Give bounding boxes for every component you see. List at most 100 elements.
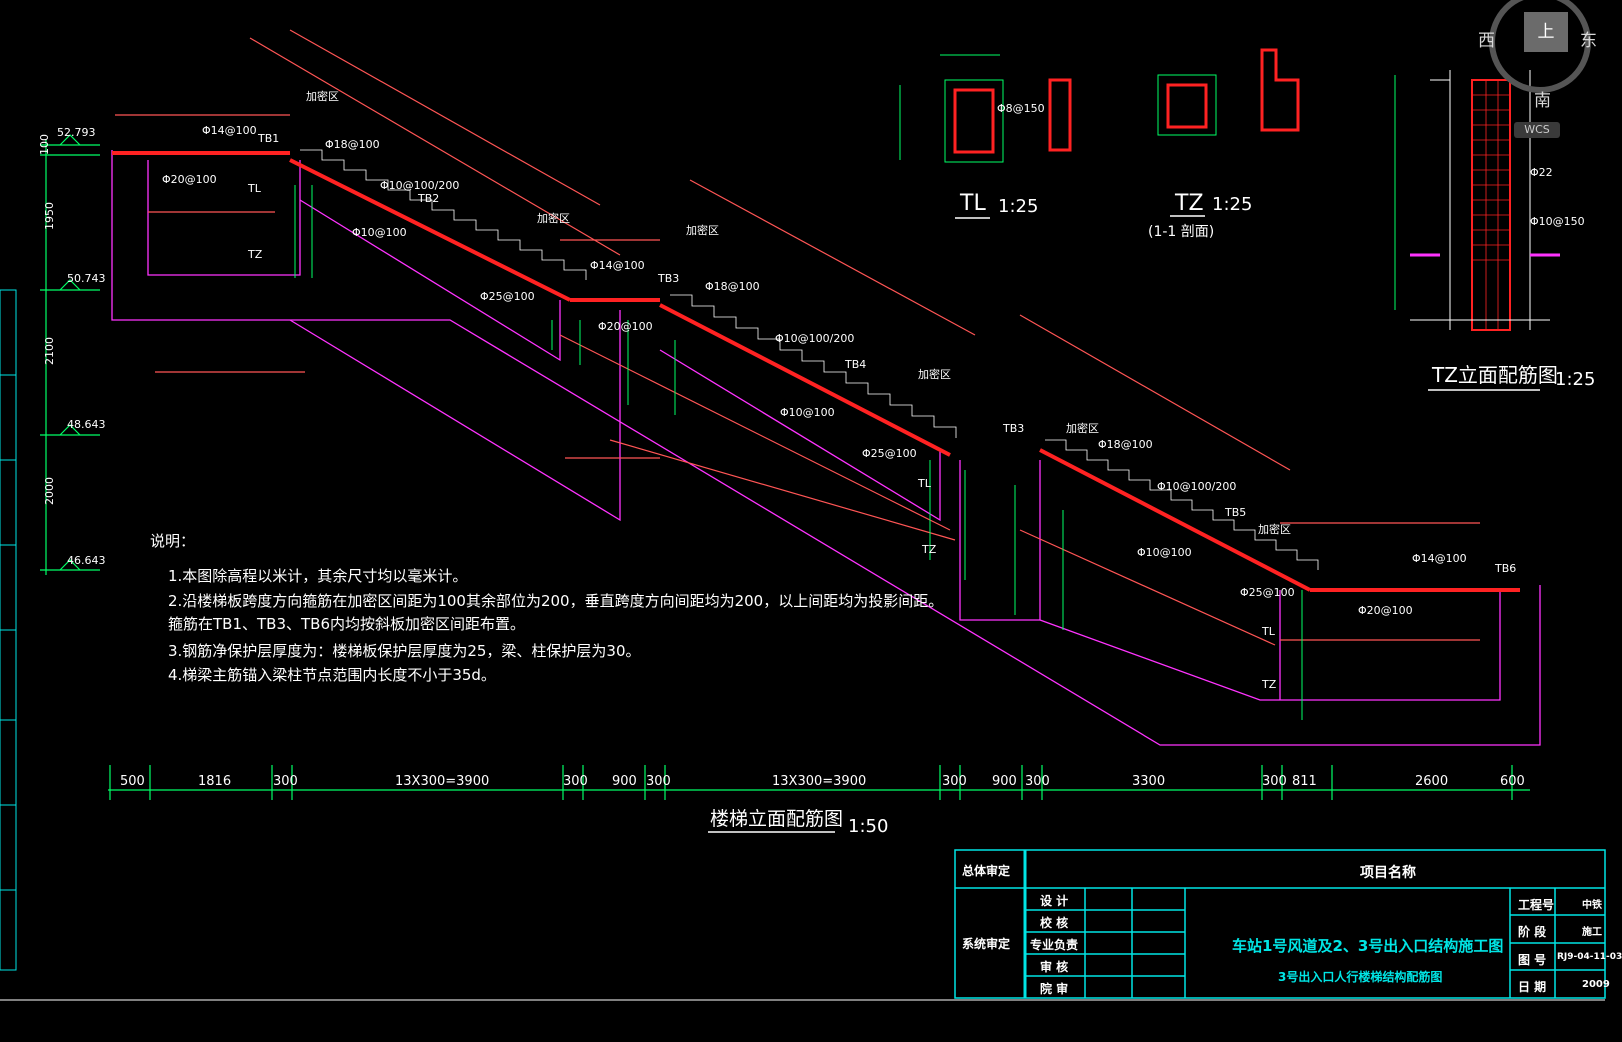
rebar-label: Φ20@100 xyxy=(598,320,653,333)
note-line-1: 1.本图除高程以米计，其余尺寸均以毫米计。 xyxy=(168,567,468,585)
level-dim-2: 1950 xyxy=(43,202,56,230)
level-dim-4: 2000 xyxy=(43,477,56,505)
bottom-dim-4: 13X300=3900 xyxy=(395,774,489,789)
dense-zone-label: 加密区 xyxy=(537,211,570,225)
bottom-dim-8: 13X300=3900 xyxy=(772,774,866,789)
rebar-label: Φ8@150 xyxy=(997,102,1045,115)
stair-steps xyxy=(300,149,1319,570)
tz-elevation-scale: 1:25 xyxy=(1555,369,1595,390)
field-stage: 阶 段 xyxy=(1518,925,1547,939)
elevation-axis xyxy=(40,134,100,575)
rebar-label: Φ10@100/200 xyxy=(775,332,854,345)
value-date: 2009 xyxy=(1582,979,1610,990)
bottom-dim-11: 300 xyxy=(1025,774,1050,789)
view-cube-top-face[interactable]: 上 xyxy=(1524,12,1568,52)
bottom-dim-13: 300 xyxy=(1262,774,1287,789)
rebar-label: Φ18@100 xyxy=(705,280,760,293)
view-cube-south[interactable]: 南 xyxy=(1534,91,1551,111)
review-total-label: 总体审定 xyxy=(962,864,1011,878)
drawing-subtitle: 3号出入口人行楼梯结构配筋图 xyxy=(1278,970,1443,984)
bottom-dim-3: 300 xyxy=(273,774,298,789)
bottom-dim-5: 300 xyxy=(563,774,588,789)
value-project-no: 中铁 xyxy=(1582,900,1602,911)
main-title: 楼梯立面配筋图 xyxy=(710,808,843,830)
bottom-dim-10: 900 xyxy=(992,774,1017,789)
rebar-label: Φ25@100 xyxy=(1240,586,1295,599)
view-cube[interactable]: 上 西 东 南 WCS xyxy=(1478,6,1602,138)
structure-outline xyxy=(111,150,1541,746)
rebar-label: Φ10@100 xyxy=(1137,546,1192,559)
bottom-dim-7: 300 xyxy=(646,774,671,789)
bottom-dim-6: 900 xyxy=(612,774,637,789)
rebar-label: Φ10@100 xyxy=(352,226,407,239)
tz-elevation-title: TZ立面配筋图 xyxy=(1431,363,1558,387)
rebar-label: Φ20@100 xyxy=(162,173,217,186)
bottom-dimension-line xyxy=(108,765,1530,800)
rebar-label: Φ20@100 xyxy=(1358,604,1413,617)
left-ruler xyxy=(0,289,17,971)
rebar-label: Φ10@100 xyxy=(780,406,835,419)
member-label: TB6 xyxy=(1494,562,1516,575)
member-label: TZ xyxy=(1261,678,1277,691)
member-label: TL xyxy=(917,477,932,490)
rebar-label: Φ18@100 xyxy=(1098,438,1153,451)
member-label: TL xyxy=(247,182,262,195)
field-date: 日 期 xyxy=(1518,980,1547,994)
field-drawing-no: 图 号 xyxy=(1518,953,1547,967)
tz-section-detail xyxy=(1157,48,1300,136)
dense-zone-label: 加密区 xyxy=(1066,421,1099,435)
tl-section-detail xyxy=(899,54,1072,163)
bottom-dim-9: 300 xyxy=(942,774,967,789)
level-2: 50.743 xyxy=(67,272,106,285)
wcs-menu[interactable]: WCS xyxy=(1514,122,1560,138)
member-label: TZ xyxy=(921,543,937,556)
tz-title: TZ xyxy=(1174,191,1204,216)
member-label: TB1 xyxy=(257,132,279,145)
level-4: 46.643 xyxy=(67,554,106,567)
notes-title: 说明： xyxy=(150,532,196,550)
rebar-label: Φ18@100 xyxy=(325,138,380,151)
dense-zone-label: 加密区 xyxy=(686,223,719,237)
rebar-label: Φ10@150 xyxy=(1530,215,1585,228)
dense-zone-label: 加密区 xyxy=(306,89,339,103)
member-label: TZ xyxy=(247,248,263,261)
bottom-dim-14: 811 xyxy=(1292,774,1317,789)
role-design: 设 计 xyxy=(1040,894,1069,908)
tz-elevation-detail xyxy=(1394,70,1560,331)
view-cube-east[interactable]: 东 xyxy=(1580,31,1597,51)
rebar-label: Φ25@100 xyxy=(862,447,917,460)
note-line-5: 4.梯梁主筋锚入梁柱节点范围内长度不小于35d。 xyxy=(168,666,496,684)
member-label: TB3 xyxy=(657,272,679,285)
role-lead: 专业负责 xyxy=(1030,938,1079,952)
note-line-2: 2.沿楼梯板跨度方向箍筋在加密区间距为100其余部位为200，垂直跨度方向间距均… xyxy=(168,592,944,610)
tl-scale: 1:25 xyxy=(998,196,1038,217)
level-1: 52.793 xyxy=(57,126,96,139)
bottom-dim-15: 2600 xyxy=(1415,774,1448,789)
tl-title: TL xyxy=(959,191,986,216)
member-label: TB3 xyxy=(1002,422,1024,435)
drawing-title: 车站1号风道及2、3号出入口结构施工图 xyxy=(1232,937,1504,955)
value-drawing-no: RJ9-04-11-03 xyxy=(1557,952,1622,962)
rebar-label: Φ10@100/200 xyxy=(1157,480,1236,493)
tz-scale: 1:25 xyxy=(1212,194,1252,215)
role-review: 审 核 xyxy=(1040,960,1069,974)
bottom-dim-12: 3300 xyxy=(1132,774,1165,789)
member-label: TB4 xyxy=(844,358,866,371)
dimension-ticks xyxy=(294,185,1303,720)
dense-zone-label: 加密区 xyxy=(918,367,951,381)
view-cube-west[interactable]: 西 xyxy=(1478,31,1495,51)
rebar-label: Φ14@100 xyxy=(1412,552,1467,565)
rebar-label: Φ25@100 xyxy=(480,290,535,303)
level-dim-1: 100 xyxy=(38,134,51,155)
level-3: 48.643 xyxy=(67,418,106,431)
bottom-dim-2: 1816 xyxy=(198,774,231,789)
rebar-label: Φ10@100/200 xyxy=(380,179,459,192)
rebar-label: Φ22 xyxy=(1530,166,1553,179)
project-name-label: 项目名称 xyxy=(1360,865,1416,881)
field-project-no: 工程号 xyxy=(1518,898,1555,912)
note-line-4: 3.钢筋净保护层厚度为：楼梯板保护层厚度为25，梁、柱保护层为30。 xyxy=(168,642,641,660)
review-system-label: 系统审定 xyxy=(962,937,1011,951)
bottom-dim-1: 500 xyxy=(120,774,145,789)
dense-zone-label: 加密区 xyxy=(1258,522,1291,536)
